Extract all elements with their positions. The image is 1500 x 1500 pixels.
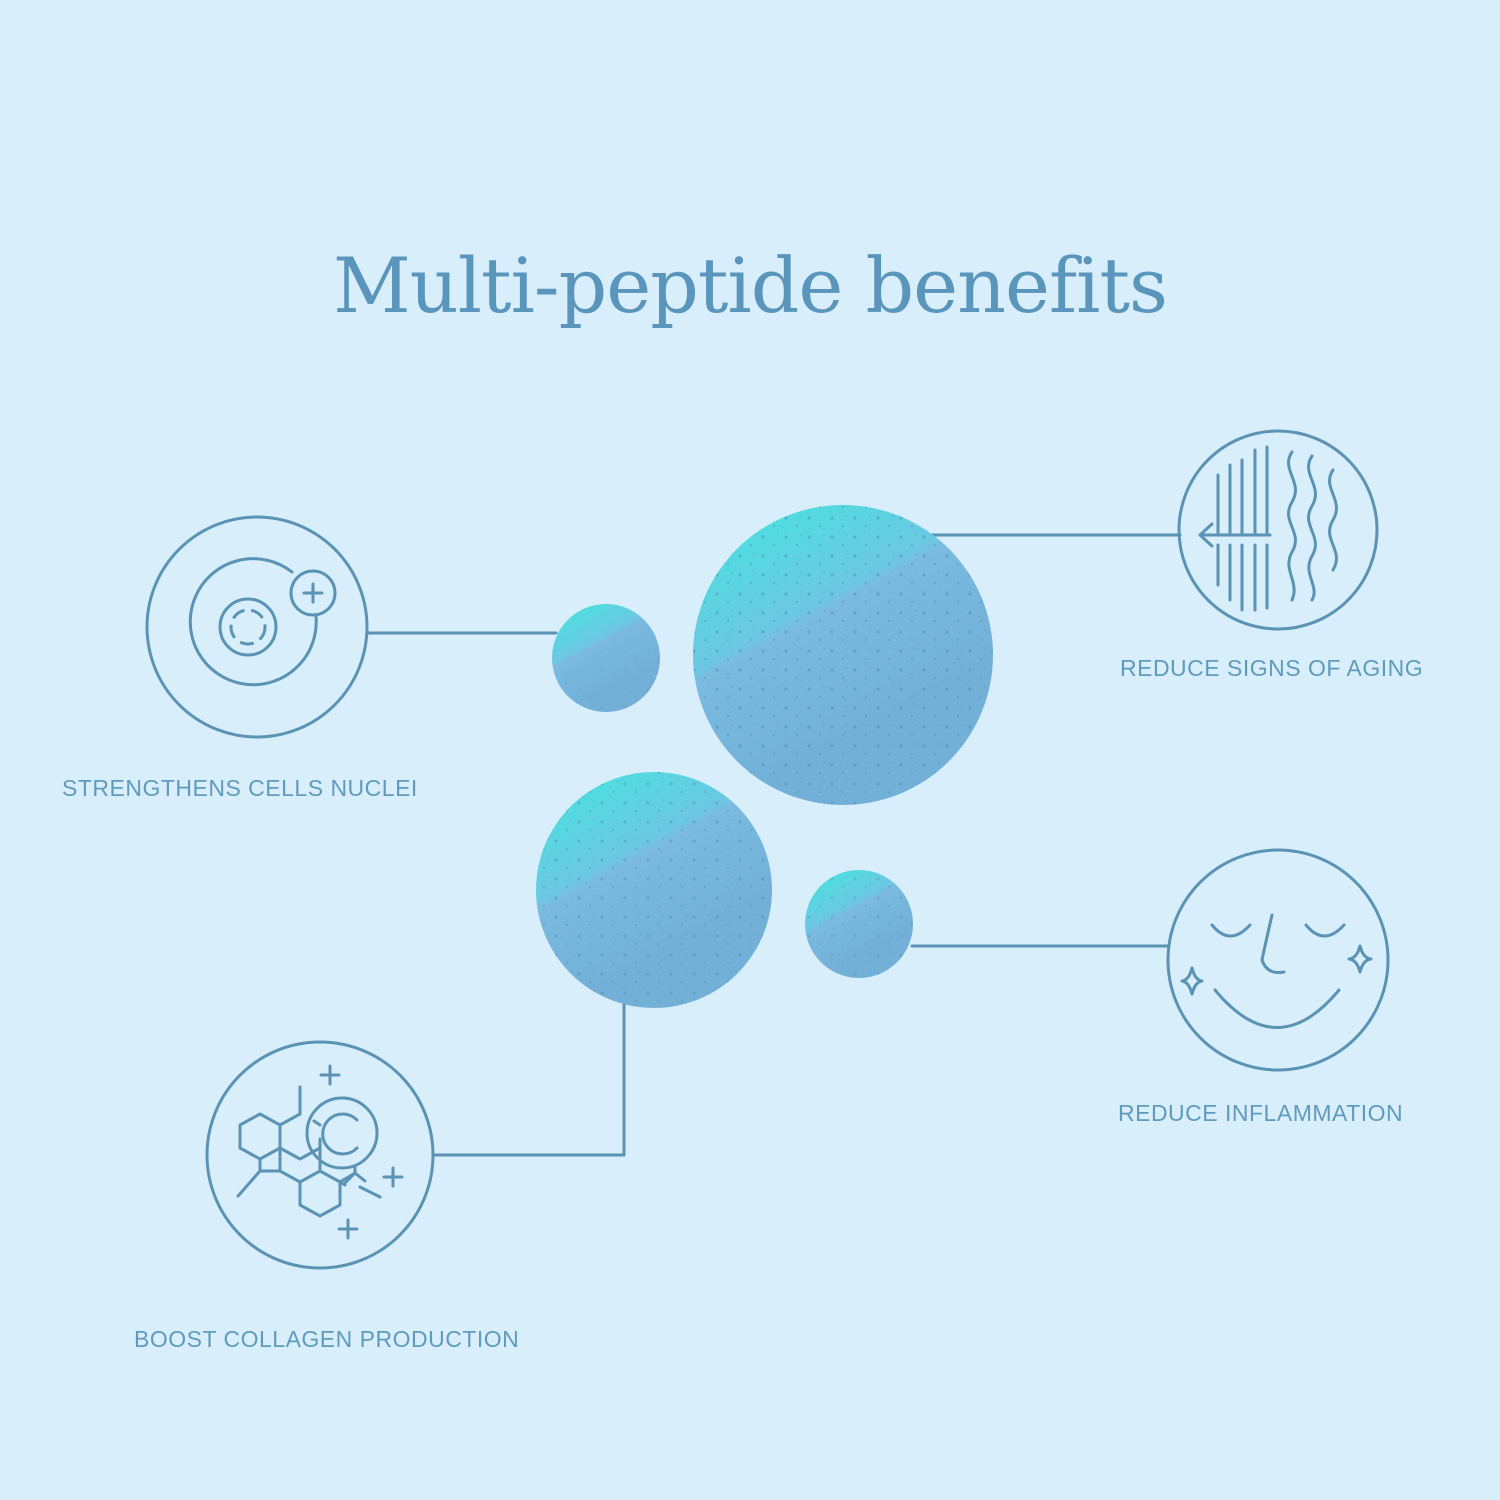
cell-nucleus-icon xyxy=(145,515,369,739)
connector-line-collagen xyxy=(433,998,626,1157)
peptide-bubble-medium xyxy=(536,772,772,1008)
benefit-label-collagen: BOOST COLLAGEN PRODUCTION xyxy=(134,1326,519,1352)
benefit-label-inflammation: REDUCE INFLAMMATION xyxy=(1118,1100,1403,1126)
benefit-label-nuclei: STRENGTHENS CELLS NUCLEI xyxy=(62,775,418,801)
peptide-bubble-large xyxy=(693,505,993,805)
page-title: Multi-peptide benefits xyxy=(333,241,1167,330)
calm-face-icon xyxy=(1166,848,1390,1072)
peptide-bubble-small-right xyxy=(805,870,913,978)
collagen-molecule-icon xyxy=(205,1040,435,1270)
benefit-label-aging: REDUCE SIGNS OF AGING xyxy=(1120,655,1423,681)
wrinkle-smoothing-icon xyxy=(1177,429,1379,631)
peptide-bubble-small-left xyxy=(552,604,660,712)
